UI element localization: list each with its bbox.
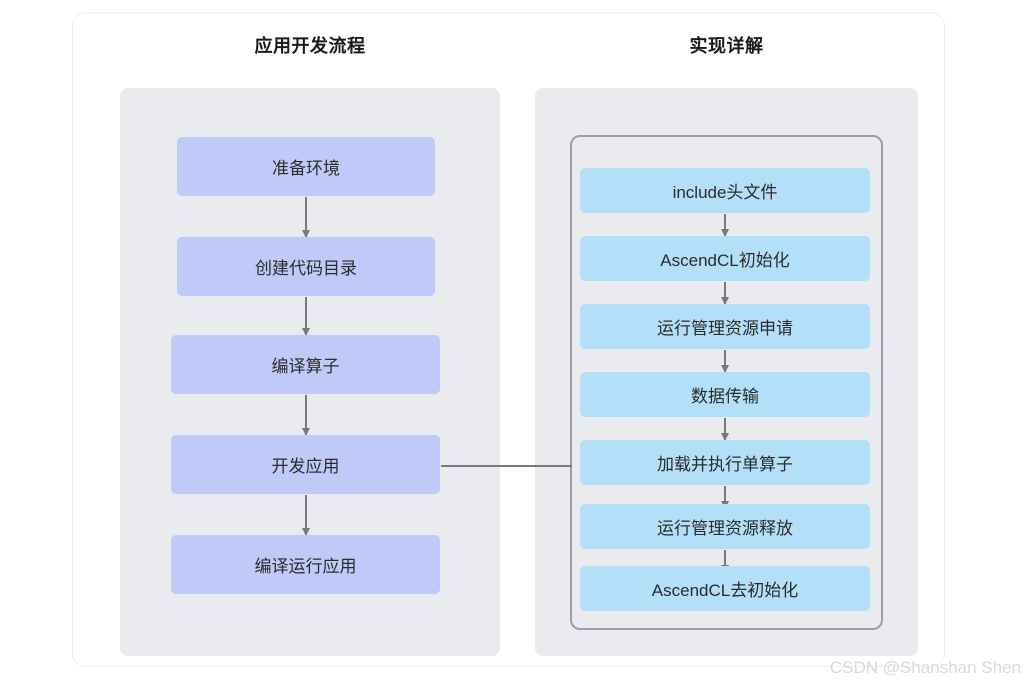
left-node-3[interactable]: 编译算子	[171, 335, 440, 394]
left-node-5[interactable]: 编译运行应用	[171, 535, 440, 594]
left-column-title: 应用开发流程	[254, 36, 366, 56]
right-arrow-1-2	[724, 214, 726, 236]
right-arrow-6-7	[724, 550, 726, 572]
right-node-4[interactable]: 数据传输	[580, 372, 870, 417]
implementation-group-box	[570, 135, 883, 630]
left-arrow-3-4	[305, 395, 307, 435]
right-column-title: 实现详解	[689, 36, 764, 56]
right-node-2[interactable]: AscendCL初始化	[580, 236, 870, 281]
right-node-5[interactable]: 加载并执行单算子	[580, 440, 870, 485]
left-node-2[interactable]: 创建代码目录	[177, 237, 435, 296]
left-arrow-4-5	[305, 495, 307, 535]
right-arrow-3-4	[724, 350, 726, 372]
right-node-6[interactable]: 运行管理资源释放	[580, 504, 870, 549]
left-arrow-1-2	[305, 197, 307, 237]
right-arrow-5-6	[724, 486, 726, 508]
left-node-1[interactable]: 准备环境	[177, 137, 435, 196]
right-node-7[interactable]: AscendCL去初始化	[580, 566, 870, 611]
watermark-text: CSDN @Shanshan Shen	[829, 658, 1021, 677]
left-node-4[interactable]: 开发应用	[171, 435, 440, 494]
right-node-1[interactable]: include头文件	[580, 168, 870, 213]
right-arrow-4-5	[724, 418, 726, 440]
cross-column-connector	[441, 465, 572, 467]
right-arrow-2-3	[724, 282, 726, 304]
right-node-3[interactable]: 运行管理资源申请	[580, 304, 870, 349]
left-arrow-2-3	[305, 297, 307, 335]
